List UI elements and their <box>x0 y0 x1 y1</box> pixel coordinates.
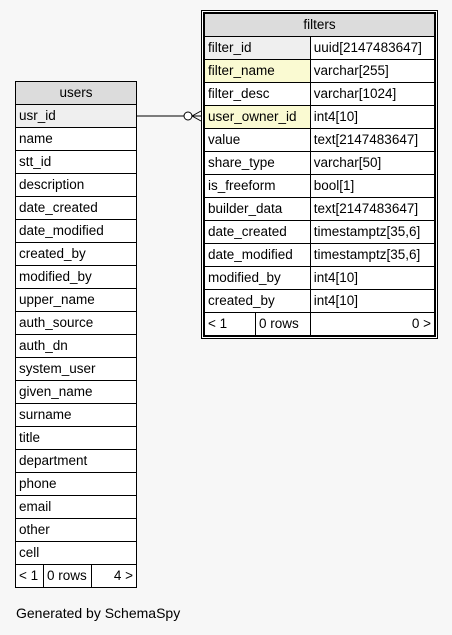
zero-optional-icon <box>183 111 193 121</box>
users-row[interactable]: surname <box>15 403 137 427</box>
users-row[interactable]: date_modified <box>15 219 137 243</box>
users-column-name[interactable]: stt_id <box>15 150 137 174</box>
users-row[interactable]: other <box>15 518 137 542</box>
users-row[interactable]: system_user <box>15 357 137 381</box>
filters-column-type: varchar[255] <box>309 59 436 83</box>
filters-column-type: text[2147483647] <box>309 197 436 221</box>
users-row[interactable]: given_name <box>15 380 137 404</box>
users-column-name[interactable]: department <box>15 449 137 473</box>
users-row[interactable]: modified_by <box>15 265 137 289</box>
filters-column-type: bool[1] <box>309 174 436 198</box>
filters-column-name[interactable]: created_by <box>204 289 311 313</box>
users-column-name[interactable]: upper_name <box>15 288 137 312</box>
filters-column-type: varchar[1024] <box>309 82 436 106</box>
users-column-name[interactable]: name <box>15 127 137 151</box>
users-row[interactable]: email <box>15 495 137 519</box>
users-row[interactable]: auth_dn <box>15 334 137 358</box>
users-row[interactable]: date_created <box>15 196 137 220</box>
users-column-name[interactable]: auth_dn <box>15 334 137 358</box>
users-row[interactable]: stt_id <box>15 150 137 174</box>
generated-by-label: Generated by SchemaSpy <box>16 605 181 621</box>
filters-column-type: timestamptz[35,6] <box>309 220 436 244</box>
users-column-name[interactable]: system_user <box>15 357 137 381</box>
users-column-name[interactable]: email <box>15 495 137 519</box>
users-row[interactable]: description <box>15 173 137 197</box>
users-row[interactable]: auth_source <box>15 311 137 335</box>
users-column-name[interactable]: description <box>15 173 137 197</box>
users-row[interactable]: name <box>15 127 137 151</box>
users-column-name[interactable]: created_by <box>15 242 137 266</box>
filters-table-title[interactable]: filters <box>204 13 435 37</box>
users-column-name[interactable]: modified_by <box>15 265 137 289</box>
users-footer-next: 4 > <box>90 565 136 587</box>
filters-column-name[interactable]: filter_name <box>204 59 311 83</box>
filters-column-name[interactable]: share_type <box>204 151 311 175</box>
filters-column-name[interactable]: filter_id <box>204 36 311 60</box>
users-column-name[interactable]: usr_id <box>15 104 137 128</box>
filters-column-name[interactable]: date_created <box>204 220 311 244</box>
users-column-name[interactable]: cell <box>15 541 137 565</box>
users-column-name[interactable]: title <box>15 426 137 450</box>
filters-column-name[interactable]: value <box>204 128 311 152</box>
filters-footer-rows: 0 rows <box>254 313 310 335</box>
filters-column-type: uuid[2147483647] <box>309 36 436 60</box>
users-table-title[interactable]: users <box>15 81 137 105</box>
users-column-name[interactable]: date_created <box>15 196 137 220</box>
users-row[interactable]: upper_name <box>15 288 137 312</box>
users-column-name[interactable]: phone <box>15 472 137 496</box>
crowfoot-many-icon <box>191 110 202 122</box>
users-column-name[interactable]: surname <box>15 403 137 427</box>
users-column-name[interactable]: auth_source <box>15 311 137 335</box>
filters-column-name[interactable]: filter_desc <box>204 82 311 106</box>
users-row[interactable]: created_by <box>15 242 137 266</box>
filters-column-type: int4[10] <box>309 105 436 129</box>
filters-column-type: int4[10] <box>309 266 436 290</box>
filters-column-name[interactable]: date_modified <box>204 243 311 267</box>
users-footer-rows: 0 rows <box>42 565 92 587</box>
users-column-name[interactable]: given_name <box>15 380 137 404</box>
users-footer-prev: < 1 <box>16 565 44 587</box>
filters-footer-prev: < 1 <box>205 313 256 335</box>
users-row[interactable]: cell <box>15 541 137 565</box>
users-column-name[interactable]: other <box>15 518 137 542</box>
filters-column-name[interactable]: is_freeform <box>204 174 311 198</box>
filters-column-name[interactable]: user_owner_id <box>204 105 311 129</box>
users-row[interactable]: department <box>15 449 137 473</box>
filters-column-name[interactable]: builder_data <box>204 197 311 221</box>
filters-footer-next: 0 > <box>309 312 436 336</box>
users-column-name[interactable]: date_modified <box>15 219 137 243</box>
filters-column-type: int4[10] <box>309 289 436 313</box>
filters-column-type: timestamptz[35,6] <box>309 243 436 267</box>
filters-column-type: text[2147483647] <box>309 128 436 152</box>
users-row[interactable]: usr_id <box>15 104 137 128</box>
users-row[interactable]: title <box>15 426 137 450</box>
filters-column-type: varchar[50] <box>309 151 436 175</box>
filters-column-name[interactable]: modified_by <box>204 266 311 290</box>
users-row[interactable]: phone <box>15 472 137 496</box>
